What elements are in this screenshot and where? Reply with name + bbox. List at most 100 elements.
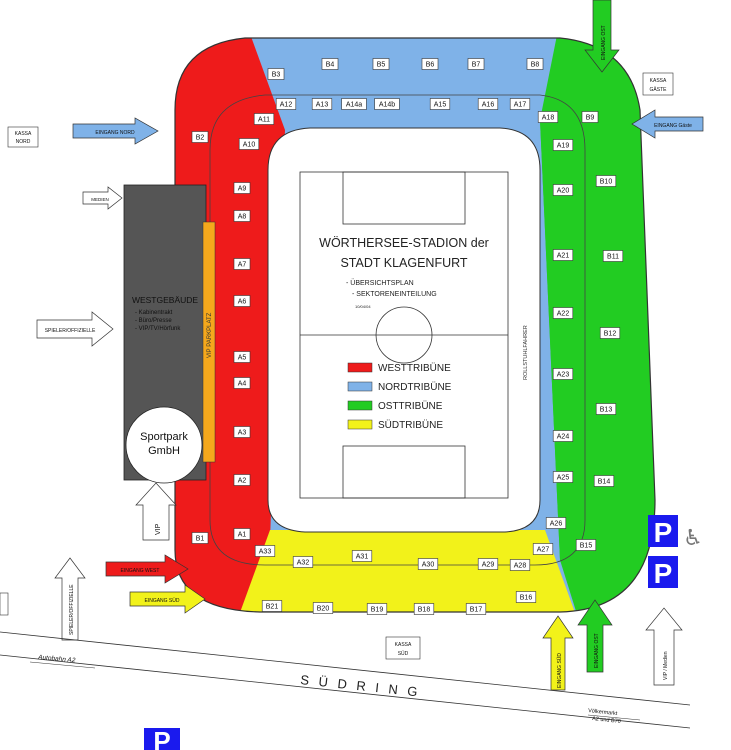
legend-swatch-east (347, 400, 373, 411)
sector-box-b10 (595, 175, 617, 187)
sector-label-a12: A12 (280, 102, 293, 109)
sector-box-b11 (602, 250, 624, 262)
sector-label-a18: A18 (542, 115, 555, 122)
autobahn-label: Autobahn A2 (37, 654, 76, 664)
sector-box-b5 (372, 58, 390, 70)
vip-arrow (135, 482, 177, 541)
suedring-label: S Ü D R I N G (300, 672, 422, 700)
sector-label-a21: A21 (557, 253, 570, 260)
sector-box-a30 (417, 558, 439, 570)
sector-label-b14: B14 (598, 479, 611, 486)
parking-glyph-2: P (654, 558, 673, 589)
sector-label-b13: B13 (600, 407, 613, 414)
sportpark-circle (125, 406, 203, 484)
wheelchair-icon: ♿ (683, 526, 703, 551)
eingang-ost-top-label: EINGANG OST (601, 25, 607, 60)
eingang-sued-bottom-arrow (542, 615, 574, 691)
sector-label-a8: A8 (238, 214, 247, 221)
sector-box-b1 (191, 532, 209, 544)
sector-label-a31: A31 (356, 554, 369, 561)
medien-arrow (82, 186, 123, 210)
sector-box-a13 (311, 98, 333, 110)
spieler-offizielle-arrow (36, 311, 114, 347)
sector-label-a15: A15 (434, 102, 447, 109)
sector-label-a2: A2 (238, 478, 247, 485)
sportpark-label-2: GmbH (148, 445, 180, 457)
sector-label-b7: B7 (472, 62, 481, 69)
sector-box-b16 (515, 591, 537, 603)
sector-box-a14a (341, 98, 367, 110)
eingang-west-label: EINGANG WEST (121, 568, 160, 574)
westgebaeude-item-1: - Kabinentrakt (135, 310, 173, 316)
sector-label-a29: A29 (482, 562, 495, 569)
sector-label-b8: B8 (531, 62, 540, 69)
sector-box-a18 (537, 111, 559, 123)
medien-label: MEDIEN (91, 197, 109, 202)
eingang-sued-left-arrow (129, 584, 206, 614)
kassa-gaeste-label-1: KASSA (650, 78, 667, 84)
eingang-ost-bottom-label: EINGANG OST (594, 633, 600, 668)
sector-box-a20 (552, 184, 574, 196)
sector-box-b9 (581, 111, 599, 123)
sector-box-b14 (593, 475, 615, 487)
road-line-2 (0, 654, 691, 729)
legend: WESTTRIBÜNE NORDTRIBÜNE OSTTRIBÜNE SÜDTR… (347, 362, 452, 431)
sector-label-a20: A20 (557, 188, 570, 195)
sector-box-a1 (233, 528, 251, 540)
parking-sign-1 (648, 515, 678, 547)
sector-box-a26 (545, 517, 567, 529)
parking-glyph-3: P (153, 726, 170, 750)
sector-box-b12 (599, 327, 621, 339)
spieler-offizielle-label: SPIELER/OFFIZIELLE (45, 328, 96, 334)
sector-box-a17 (509, 98, 531, 110)
kassa-sued-box (385, 636, 421, 660)
sector-box-a10 (238, 138, 260, 150)
kassa-gaeste-label-2: GÄSTE (650, 86, 668, 93)
legend-label-east: OSTTRIBÜNE (378, 400, 443, 412)
spieler-offizielle-v-label: SPIELER/OFFIZIELLE (69, 584, 75, 635)
sector-box-a21 (552, 249, 574, 261)
voelkermarkt-label-1: Völkermarkt (588, 708, 618, 717)
sector-label-b6: B6 (426, 62, 435, 69)
eingang-west-arrow (105, 554, 189, 584)
kassa-sued-label-1: KASSA (395, 642, 412, 648)
sector-box-a31 (351, 550, 373, 562)
sector-box-a27 (532, 543, 554, 555)
sector-label-b1: B1 (196, 536, 205, 543)
sector-label-b10: B10 (600, 179, 613, 186)
parking-glyph-1: P (654, 517, 673, 548)
vip-label: VIP (155, 523, 162, 535)
sector-label-b12: B12 (604, 331, 617, 338)
sector-label-a26: A26 (550, 521, 563, 528)
sector-label-b2: B2 (196, 135, 205, 142)
sector-label-a11: A11 (258, 117, 270, 124)
eingang-gaeste-label: EINGANG Gäste (654, 123, 692, 129)
sector-box-a25 (552, 471, 574, 483)
south-stand (230, 530, 585, 612)
sector-label-a10: A10 (243, 142, 256, 149)
sector-label-a5: A5 (238, 355, 247, 362)
sector-label-b18: B18 (418, 607, 431, 614)
sector-label-a30: A30 (422, 562, 435, 569)
legend-swatch-north (347, 381, 373, 392)
sector-label-a33: A33 (259, 549, 272, 556)
subtitle-date: 10/04/04 (355, 304, 371, 309)
vip-medien-label: VIP / Medien (663, 651, 669, 680)
sector-label-a23: A23 (557, 372, 570, 379)
westgebaeude-item-3: - VIP/TV/Hörfunk (135, 326, 181, 332)
sector-box-a12 (275, 98, 297, 110)
eingang-sued-bottom-label: EINGANG SÜD (556, 653, 563, 688)
legend-label-south: SÜDTRIBÜNE (378, 419, 443, 431)
sector-label-b19: B19 (371, 607, 384, 614)
kassa-nord-box (7, 126, 39, 148)
sector-label-b16: B16 (520, 595, 533, 602)
sector-box-a15 (429, 98, 451, 110)
sector-label-a4: A4 (238, 381, 247, 388)
eingang-ost-bottom-arrow (577, 599, 613, 673)
sector-box-b20 (312, 602, 334, 614)
parking-sign-2 (648, 556, 678, 588)
voelkermarkt-label-2: A2 und B70 (592, 716, 621, 725)
eingang-sued-left-label: EINGANG SÜD (144, 597, 179, 604)
left-edge-box (0, 592, 9, 616)
